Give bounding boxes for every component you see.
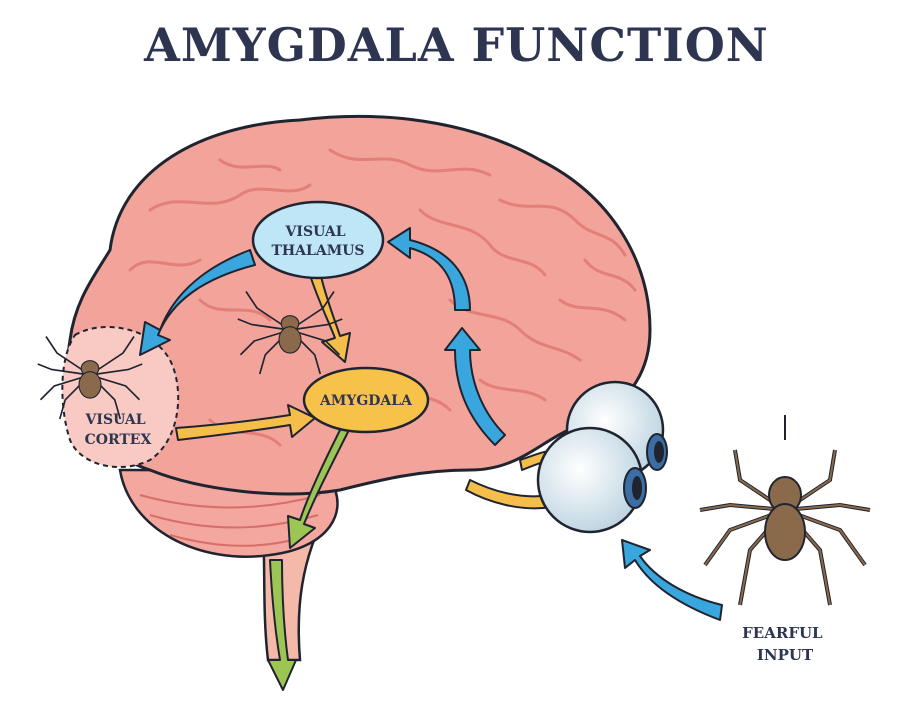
arrow-thalamus-to-amygdala	[309, 271, 351, 363]
visual-cortex-region: VISUAL CORTEX	[61, 326, 180, 468]
visual-thalamus-node: VISUAL THALAMUS	[251, 200, 385, 280]
visual-thalamus-label-line2: THALAMUS	[271, 243, 364, 259]
visual-thalamus-label-line1: VISUAL	[285, 224, 346, 240]
arrow-fearful-input	[621, 539, 723, 621]
arrows	[139, 227, 723, 691]
spider-icon	[699, 449, 871, 606]
amygdala-node: AMYGDALA	[302, 366, 430, 434]
spider-icon	[237, 291, 343, 375]
svg-text:FEARFUL INPUT: FEARFUL INPUT	[742, 624, 828, 664]
arrow-eye-to-thalamus-upper	[387, 227, 471, 311]
arrow-eye-to-thalamus-lower	[444, 327, 506, 446]
svg-text:VISUAL THALAMUS: VISUAL THALAMUS	[271, 224, 364, 259]
arrow-brainstem-down	[267, 559, 297, 691]
spider-icon	[37, 336, 143, 420]
eyeball-icon	[536, 426, 647, 534]
page-title: AMYGDALA FUNCTION	[144, 18, 769, 72]
visual-cortex-label-line1: VISUAL	[85, 412, 146, 428]
arrow-amygdala-down	[287, 419, 353, 549]
arrow-cortex-to-amygdala	[175, 404, 316, 441]
fearful-input-label-line1: FEARFUL	[742, 624, 823, 642]
fearful-input-label-line2: INPUT	[757, 646, 814, 664]
arrow-thalamus-to-cortex	[139, 249, 256, 356]
svg-text:VISUAL CORTEX: VISUAL CORTEX	[85, 412, 152, 448]
amygdala-label: AMYGDALA	[319, 393, 413, 409]
visual-cortex-label-line2: CORTEX	[85, 432, 152, 448]
